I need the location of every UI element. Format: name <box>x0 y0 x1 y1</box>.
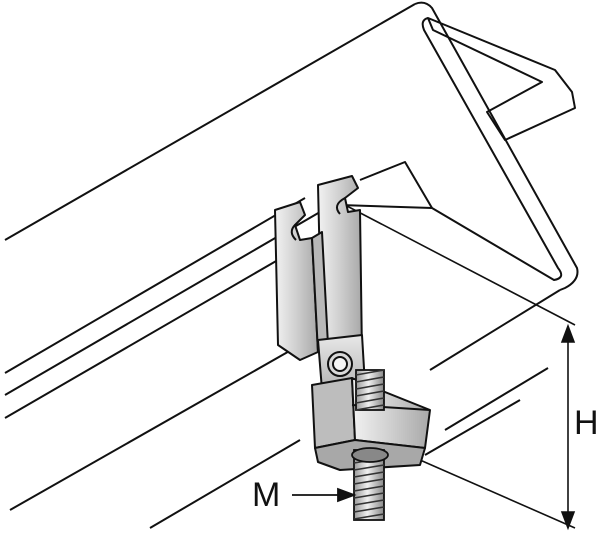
clamp-body <box>274 175 431 471</box>
channel-lip-inner <box>4 252 291 419</box>
rod-thread <box>353 506 385 513</box>
rod-thread <box>355 376 385 383</box>
rod-nut-opening <box>351 447 389 463</box>
channel-bottom-edge <box>9 344 301 511</box>
rod-thread <box>353 464 385 471</box>
rod-thread <box>353 513 385 520</box>
rod-thread <box>353 485 385 492</box>
strut-channel <box>4 1 579 529</box>
rod-thread <box>353 492 385 499</box>
rod-thread <box>355 390 385 397</box>
rod-thread <box>355 369 385 376</box>
threaded-rod <box>351 369 389 521</box>
rod-size-pointer <box>292 487 357 503</box>
channel-top-edge <box>4 3 416 241</box>
rod-thread <box>355 397 385 404</box>
channel-lip-upper <box>4 211 321 396</box>
nut-block-side <box>311 377 356 449</box>
channel-end-inner <box>427 17 576 141</box>
channel-end-profile <box>414 1 579 291</box>
rod-size-arrowhead <box>337 487 357 503</box>
rod-thread <box>355 383 385 390</box>
rod-upper <box>355 369 385 411</box>
height-label: H <box>574 404 599 442</box>
channel-lip-upper-2 <box>4 197 306 374</box>
rod-thread <box>353 471 385 478</box>
rod-thread <box>353 478 385 485</box>
rod-size-label: M <box>252 476 280 514</box>
dimension-lines <box>344 204 576 531</box>
rod-thread <box>355 404 385 411</box>
channel-slot-edge <box>359 161 433 209</box>
height-arrow-top <box>560 323 576 343</box>
clamp-rear-plate <box>274 201 319 361</box>
height-arrow-bottom <box>560 511 576 531</box>
rod-thread <box>353 499 385 506</box>
